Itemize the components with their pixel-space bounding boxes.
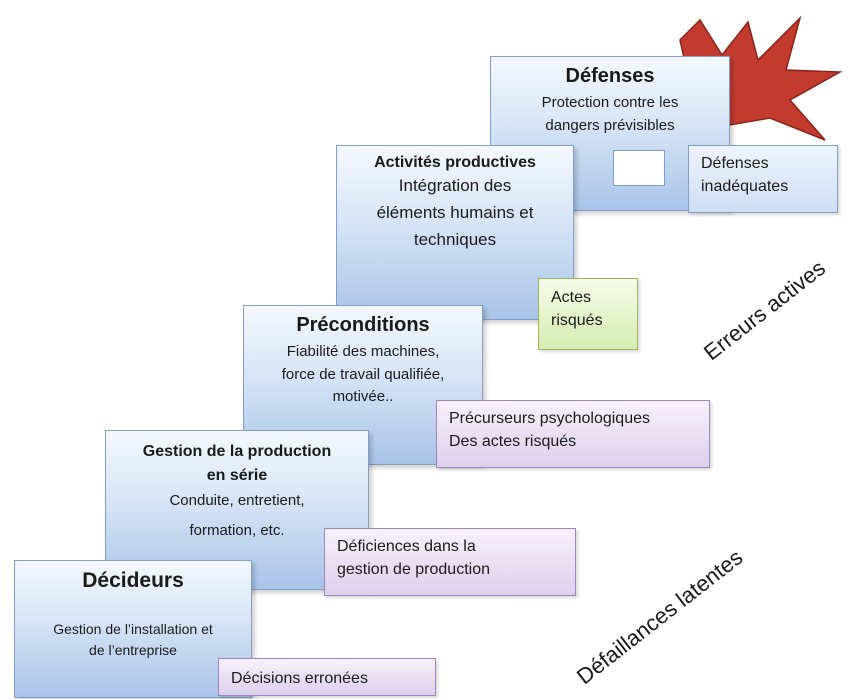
label-active-errors: Erreurs actives: [698, 255, 831, 366]
layer-preconditions-line3: motivée..: [332, 388, 394, 405]
layer-productive-line2: éléments humains et: [376, 203, 534, 223]
layer-decision-title: Décideurs: [82, 569, 184, 592]
layer-production-line1: Conduite, entretient,: [169, 491, 305, 509]
layer-defenses-line1: Protection contre les: [541, 94, 679, 111]
gap-window: [613, 150, 665, 186]
note-unsafe-acts: Actes risqués: [538, 278, 638, 350]
layer-preconditions-title: Préconditions: [296, 314, 430, 336]
layer-decision-line1: Gestion de l’installation et: [53, 621, 213, 637]
note-wrong-decisions: Décisions erronées: [218, 658, 436, 696]
note-psych-line1: Précurseurs psychologiques: [449, 410, 650, 427]
label-latent-failures: Défaillances latentes: [571, 544, 748, 690]
layer-decision-line2: de l’entreprise: [89, 642, 177, 658]
layer-productive-line1: Intégration des: [398, 176, 512, 195]
note-deficiencies-line2: gestion de production: [337, 561, 490, 579]
note-deficiencies-line1: Déficiences dans la: [337, 538, 476, 555]
layer-preconditions-line1: Fiabilité des machines,: [286, 343, 440, 360]
note-management-deficiencies: Déficiences dans la gestion de productio…: [324, 528, 576, 596]
note-psych-line2: Des actes risqués: [449, 433, 577, 451]
note-defenses-inadequate: Défenses inadéquates: [688, 145, 838, 213]
layer-defenses-line2: dangers prévisibles: [545, 116, 675, 134]
layer-defenses-title: Défenses: [565, 65, 655, 87]
layer-production-title1: Gestion de la production: [142, 443, 332, 460]
layer-production-title2: en série: [206, 466, 268, 484]
layer-productive-line3: techniques: [413, 230, 497, 250]
note-defenses-line2: inadéquates: [701, 178, 789, 196]
note-psych-precursors: Précurseurs psychologiques Des actes ris…: [436, 400, 710, 468]
note-defenses-line1: Défenses: [701, 155, 769, 172]
layer-decision: Décideurs Gestion de l’installation et d…: [14, 560, 252, 698]
layer-productive-title: Activités productives: [374, 154, 536, 171]
note-unsafe-acts-line1: Actes: [551, 289, 592, 306]
note-decisions-line1: Décisions erronées: [231, 670, 368, 687]
layer-production-line2: formation, etc.: [189, 522, 285, 540]
layer-preconditions-line2: force de travail qualifiée,: [281, 365, 445, 383]
layer-productive: Activités productives Intégration des él…: [336, 145, 574, 320]
note-unsafe-acts-line2: risqués: [551, 312, 603, 330]
